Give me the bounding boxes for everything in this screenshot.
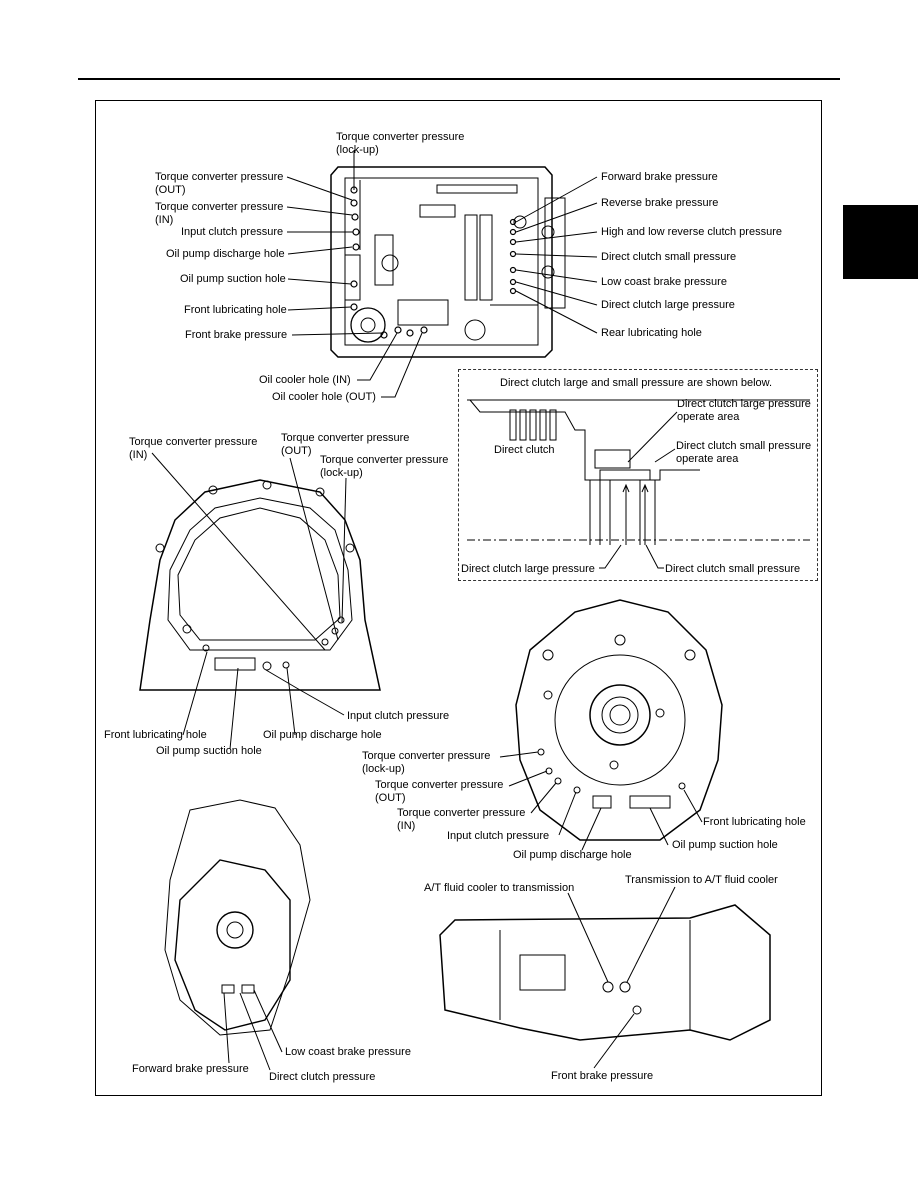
label-oil-pump-suction-hole: Oil pump suction hole (180, 273, 286, 285)
label-rear-lubricating-hole: Rear lubricating hole (601, 327, 702, 339)
label-br-cooler-to-transmission: A/T fluid cooler to transmission (424, 882, 575, 894)
label-ml-tc-out: Torque converter pressure (OUT) (281, 432, 410, 457)
label-ml-oil-pump-discharge: Oil pump discharge hole (263, 729, 382, 741)
label-torque-converter-in: Torque converter pressure (IN) (155, 201, 284, 226)
label-reverse-brake-pressure: Reverse brake pressure (601, 197, 719, 209)
label-small-operate-area: Direct clutch small pressure operate are… (676, 440, 812, 465)
label-mr-oil-pump-suction: Oil pump suction hole (672, 839, 778, 851)
label-mr-tc-lockup: Torque converter pressure (lock-up) (362, 750, 491, 775)
label-direct-clutch-large: Direct clutch large pressure (601, 299, 735, 311)
oil-pump-face-drawing (499, 599, 723, 851)
label-front-brake-pressure: Front brake pressure (185, 329, 288, 341)
label-oil-pump-discharge-hole: Oil pump discharge hole (166, 248, 285, 260)
label-large-operate-area: Direct clutch large pressure operate are… (677, 398, 811, 423)
label-bl-forward-brake: Forward brake pressure (132, 1063, 249, 1075)
label-br-front-brake: Front brake pressure (551, 1070, 654, 1082)
label-inset-large-pressure: Direct clutch large pressure (461, 563, 595, 575)
label-ml-oil-pump-suction: Oil pump suction hole (156, 745, 262, 757)
label-mr-input-clutch: Input clutch pressure (447, 830, 550, 842)
label-torque-converter-out: Torque converter pressure (OUT) (155, 171, 284, 196)
valve-body-drawing (286, 150, 598, 398)
label-torque-converter-lockup: Torque converter pressure (lock-up) (336, 131, 465, 156)
converter-housing-drawing (139, 452, 381, 750)
section-tab (843, 205, 918, 279)
inset-frame (458, 369, 818, 581)
label-mr-tc-out: Torque converter pressure (OUT) (375, 779, 504, 804)
label-low-coast-brake: Low coast brake pressure (601, 276, 727, 288)
label-oil-cooler-in: Oil cooler hole (IN) (259, 374, 351, 386)
rear-view-drawing (164, 799, 311, 1071)
label-mr-tc-in: Torque converter pressure (IN) (397, 807, 526, 832)
label-ml-tc-in: Torque converter pressure (IN) (129, 436, 258, 461)
label-ml-front-lubricating: Front lubricating hole (104, 729, 207, 741)
label-direct-clutch-small: Direct clutch small pressure (601, 251, 737, 263)
label-ml-tc-lockup: Torque converter pressure (lock-up) (320, 454, 449, 479)
label-direct-clutch: Direct clutch (494, 444, 555, 456)
label-oil-cooler-out: Oil cooler hole (OUT) (272, 391, 376, 403)
label-ml-input-clutch: Input clutch pressure (347, 710, 450, 722)
label-mr-front-lubricating: Front lubricating hole (703, 816, 806, 828)
header-rule (78, 78, 840, 80)
label-forward-brake-pressure: Forward brake pressure (601, 171, 718, 183)
label-bl-low-coast-brake: Low coast brake pressure (285, 1046, 411, 1058)
label-mr-oil-pump-discharge: Oil pump discharge hole (513, 849, 632, 861)
direct-clutch-section (467, 399, 810, 569)
label-bl-direct-clutch: Direct clutch pressure (269, 1071, 376, 1083)
inset-caption: Direct clutch large and small pressure a… (500, 377, 773, 389)
label-high-low-reverse-clutch: High and low reverse clutch pressure (601, 226, 782, 238)
figure-frame (95, 100, 822, 1096)
transmission-side-drawing (439, 886, 771, 1069)
label-front-lubricating-hole: Front lubricating hole (184, 304, 287, 316)
label-input-clutch-pressure: Input clutch pressure (181, 226, 284, 238)
label-br-transmission-to-cooler: Transmission to A/T fluid cooler (625, 874, 778, 886)
label-inset-small-pressure: Direct clutch small pressure (665, 563, 801, 575)
